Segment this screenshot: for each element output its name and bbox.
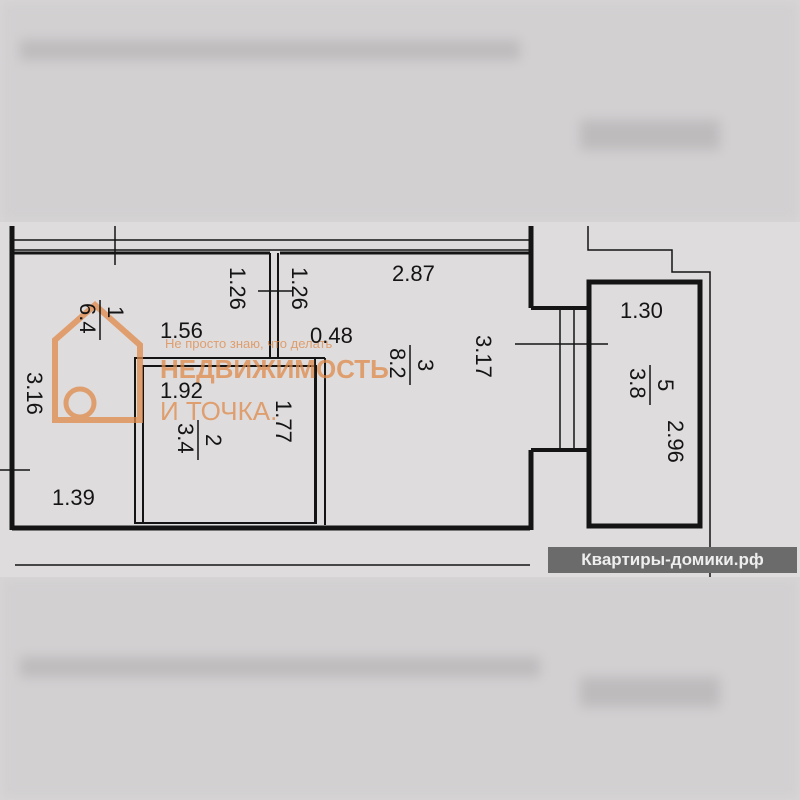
dim-balcony-length: 2.96 — [663, 420, 688, 463]
dim-corridor-left: 1.26 — [225, 267, 250, 310]
room-5-label: 5 3.8 — [625, 365, 678, 405]
dim-bath-length: 1.77 — [271, 400, 296, 443]
dim-hall-top: 1.56 — [160, 318, 203, 343]
room-number: 2 — [201, 434, 226, 446]
room-3-label: 3 8.2 — [385, 345, 438, 385]
dim-balcony-width: 1.30 — [620, 298, 663, 323]
dim-room3-width: 2.87 — [392, 261, 435, 286]
room-1-label: 1 6.4 — [75, 300, 128, 340]
dimension-labels: 2.87 1.26 1.26 0.48 1.56 1.92 1.77 1.39 … — [22, 261, 688, 510]
room-area: 6.4 — [75, 303, 100, 334]
dim-room3-length: 3.17 — [471, 335, 496, 378]
watermark-brand-line1: НЕДВИЖИМОСТЬ — [160, 354, 389, 384]
dim-room1-bottom: 1.39 — [52, 485, 95, 510]
dim-bath-width: 1.92 — [160, 378, 203, 403]
site-watermark-label: Квартиры-домики.рф — [548, 547, 797, 573]
dim-doorway: 0.48 — [310, 323, 353, 348]
dim-corridor-right: 1.26 — [287, 267, 312, 310]
room-number: 5 — [653, 379, 678, 391]
watermark-logo: Не просто знаю, что делать НЕДВИЖИМОСТЬ … — [52, 301, 389, 426]
watermark-tagline: Не просто знаю, что делать — [165, 336, 333, 351]
room-area: 3.4 — [173, 423, 198, 454]
floor-plan: Не просто знаю, что делать НЕДВИЖИМОСТЬ … — [0, 222, 800, 577]
room-area: 3.8 — [625, 368, 650, 399]
watermark-brand-line2: И ТОЧКА. — [160, 396, 277, 426]
room-area: 8.2 — [385, 348, 410, 379]
dim-room1-length: 3.16 — [22, 372, 47, 415]
walls — [0, 226, 711, 577]
blurred-bottom-area — [0, 577, 800, 800]
room-2-label: 2 3.4 — [173, 420, 226, 460]
blurred-top-area — [0, 0, 800, 222]
room-number: 1 — [103, 306, 128, 318]
room-number: 3 — [413, 359, 438, 371]
